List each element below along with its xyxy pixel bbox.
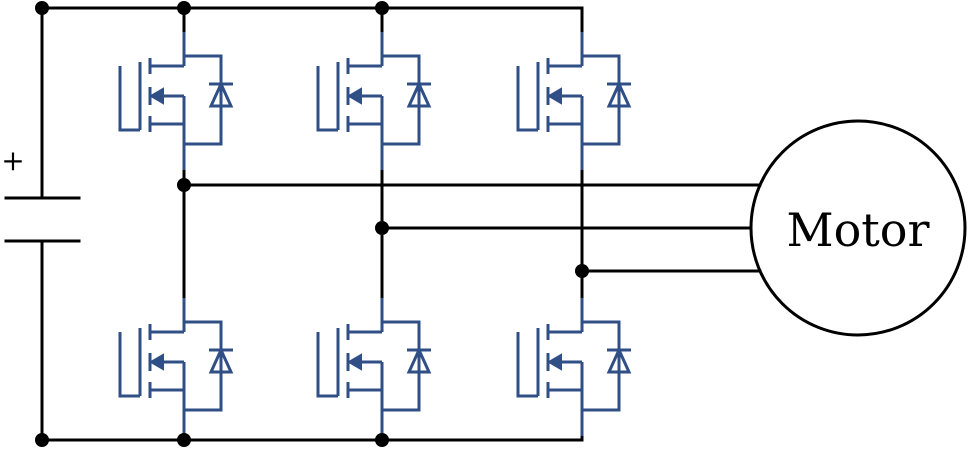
diode-branch (184, 320, 223, 412)
motor: Motor (749, 119, 967, 337)
node-bus-bottom-b (375, 433, 389, 447)
diode-branch (184, 54, 223, 146)
node-bus-bottom-a (177, 433, 191, 447)
diode-branch (582, 320, 621, 412)
gate-terminal (316, 332, 338, 398)
leg-a-low-switch (118, 298, 234, 436)
dc-source: + (1, 6, 81, 442)
diode-triangle (606, 80, 632, 108)
gate-terminal (516, 332, 538, 398)
gate-terminal (118, 332, 140, 398)
body-arrow-head (347, 87, 362, 105)
leg-b-low-switch (316, 298, 432, 436)
diode-triangle (208, 80, 234, 108)
diode-triangle (406, 346, 432, 374)
motor-label: Motor (787, 203, 930, 257)
node-phase-a (177, 178, 191, 192)
diode-triangle (606, 346, 632, 374)
source-plus-label: + (1, 144, 24, 177)
body-arrow-head (347, 353, 362, 371)
body-arrow-head (547, 87, 562, 105)
gate-terminal (516, 66, 538, 132)
diode-branch (382, 320, 421, 412)
leg-b-high-switch (316, 32, 432, 170)
node-bus-top-b (375, 1, 389, 15)
leg-a-high-switch (118, 32, 234, 170)
node-phase-b (375, 221, 389, 235)
diode-branch (582, 54, 621, 146)
diode-triangle (406, 80, 432, 108)
motor-circle (749, 119, 967, 337)
leg-c-high-switch (516, 32, 632, 170)
body-arrow-head (149, 353, 164, 371)
diode-branch (382, 54, 421, 146)
node-bus-top-a (177, 1, 191, 15)
diode-triangle (208, 346, 234, 374)
junction-nodes (35, 1, 589, 447)
gate-terminal (118, 66, 140, 132)
body-arrow-head (149, 87, 164, 105)
node-phase-c (575, 264, 589, 278)
body-arrow-head (547, 353, 562, 371)
node-bus-bottom-left (35, 433, 49, 447)
node-bus-top-left (35, 1, 49, 15)
leg-c-low-switch (516, 298, 632, 436)
gate-terminal (316, 66, 338, 132)
switches-group (118, 32, 632, 436)
